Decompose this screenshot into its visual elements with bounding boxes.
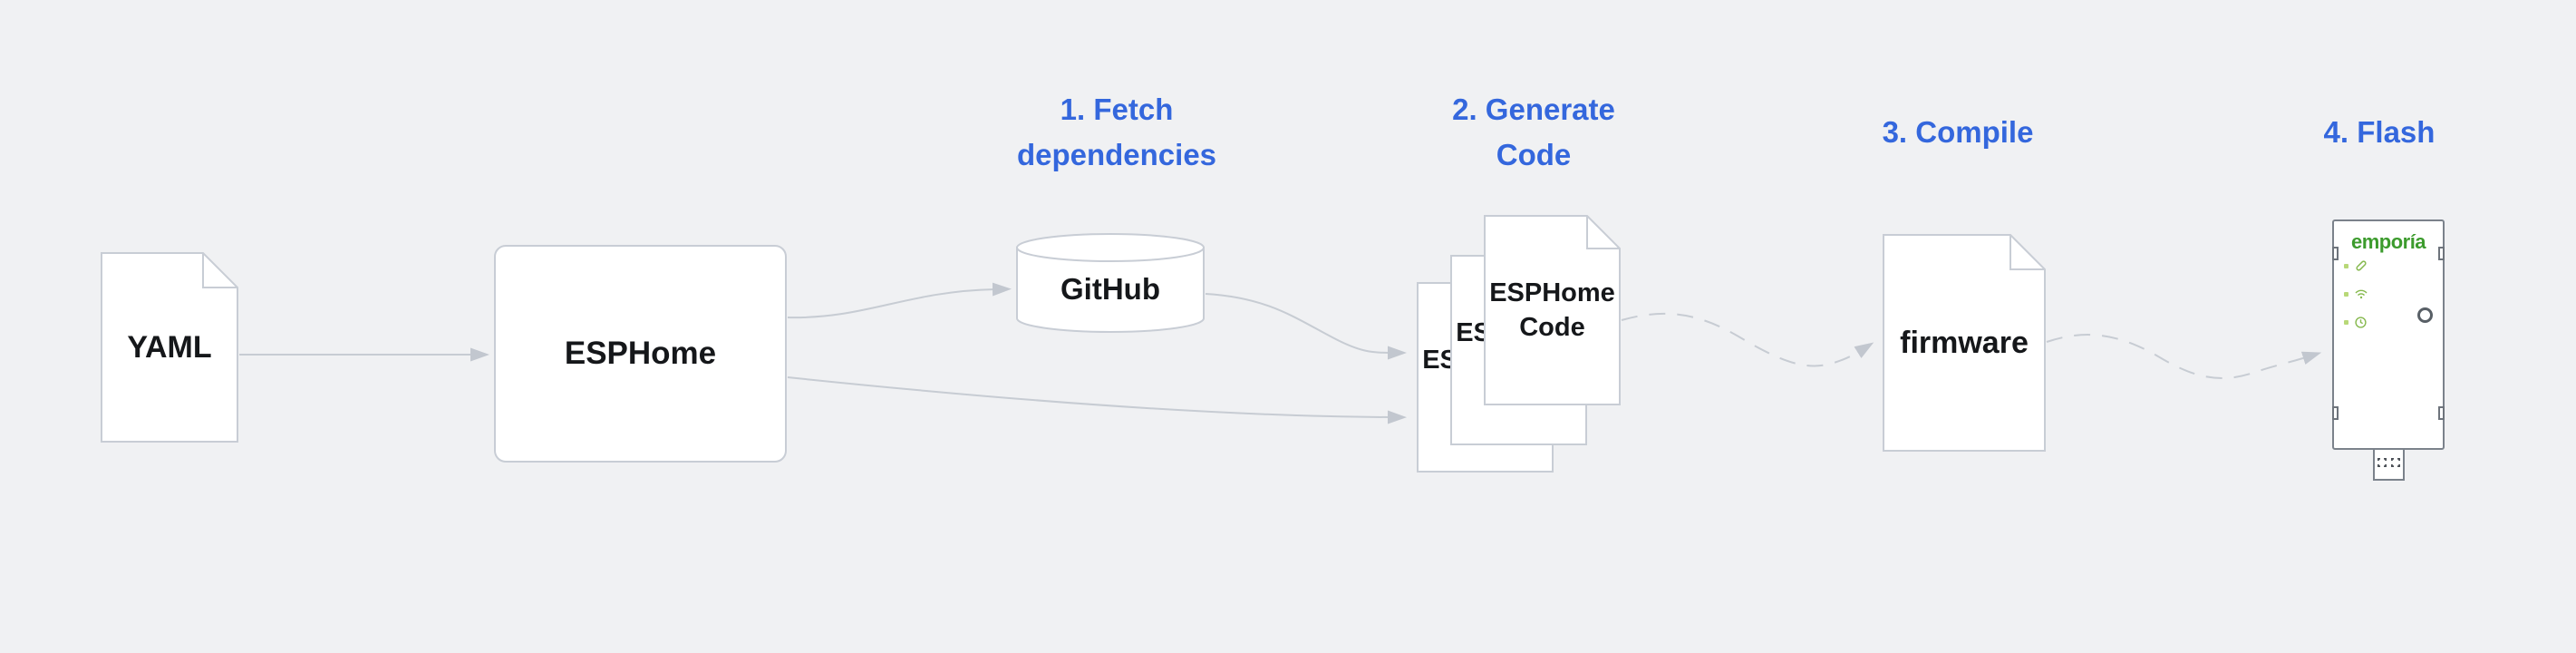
edge-codestack-to-firmware [1621, 312, 1874, 367]
folded-corner [1586, 216, 1620, 249]
status-led [2344, 319, 2348, 325]
document-shape [1883, 234, 2046, 452]
status-led [2344, 263, 2348, 268]
link-icon [2356, 260, 2367, 271]
step-label-3-compile: 3. Compile [1883, 110, 2034, 155]
folded-corner [2009, 235, 2045, 270]
connector-pins-icon [2377, 458, 2387, 467]
step-label-1-fetch-dependencies: 1. Fetch dependencies [1017, 87, 1216, 178]
status-row-link [2344, 259, 2368, 272]
node-emporia-device: emporía [2332, 219, 2445, 481]
node-github-database: GitHub [1016, 232, 1205, 334]
mounting-notch [2438, 247, 2445, 260]
folded-corner [202, 253, 237, 288]
step-label-line: Code [1496, 138, 1572, 171]
cylinder-shape [1016, 233, 1205, 333]
edge-esphome-to-github [787, 282, 1012, 319]
power-button [2417, 307, 2433, 323]
edge-github-to-codestack [1205, 293, 1407, 360]
status-row-clock [2344, 316, 2367, 328]
connector-pins-icon [2391, 458, 2400, 467]
edge-esphome-to-codestack [787, 376, 1407, 424]
mounting-notch [2332, 406, 2339, 420]
code-document-front: ESPHome Code [1484, 215, 1621, 405]
step-label-line: 3. Compile [1882, 115, 2034, 149]
step-label-line: dependencies [1016, 138, 1217, 171]
document-shape [1484, 215, 1621, 405]
step-label-4-flash: 4. Flash [2324, 110, 2436, 155]
mounting-notch [2438, 406, 2445, 420]
wifi-icon [2355, 289, 2368, 299]
step-label-line: 1. Fetch [1060, 93, 1174, 126]
step-label-line: 2. Generate [1452, 93, 1615, 126]
node-firmware-document: firmware [1883, 234, 2046, 452]
code-doc-label: ESPHome Code [1489, 278, 1615, 342]
clock-icon [2355, 316, 2367, 328]
status-led [2344, 291, 2348, 297]
emporia-logo: emporía [2350, 230, 2426, 253]
node-esphome: ESPHome [494, 245, 787, 463]
step-label-line: 4. Flash [2323, 115, 2436, 149]
mounting-notch [2332, 247, 2339, 260]
step-label-2-generate-code: 2. Generate Code [1452, 87, 1615, 178]
node-yaml-document: YAML [101, 252, 238, 443]
document-shape [101, 252, 238, 443]
usb-connector [2373, 448, 2405, 481]
edge-firmware-to-device [2046, 334, 2322, 379]
firmware-label: firmware [1900, 325, 2029, 360]
yaml-label: YAML [127, 329, 212, 365]
github-label: GitHub [1060, 272, 1160, 306]
status-row-wifi [2344, 288, 2368, 300]
esphome-label: ESPHome [564, 336, 717, 371]
